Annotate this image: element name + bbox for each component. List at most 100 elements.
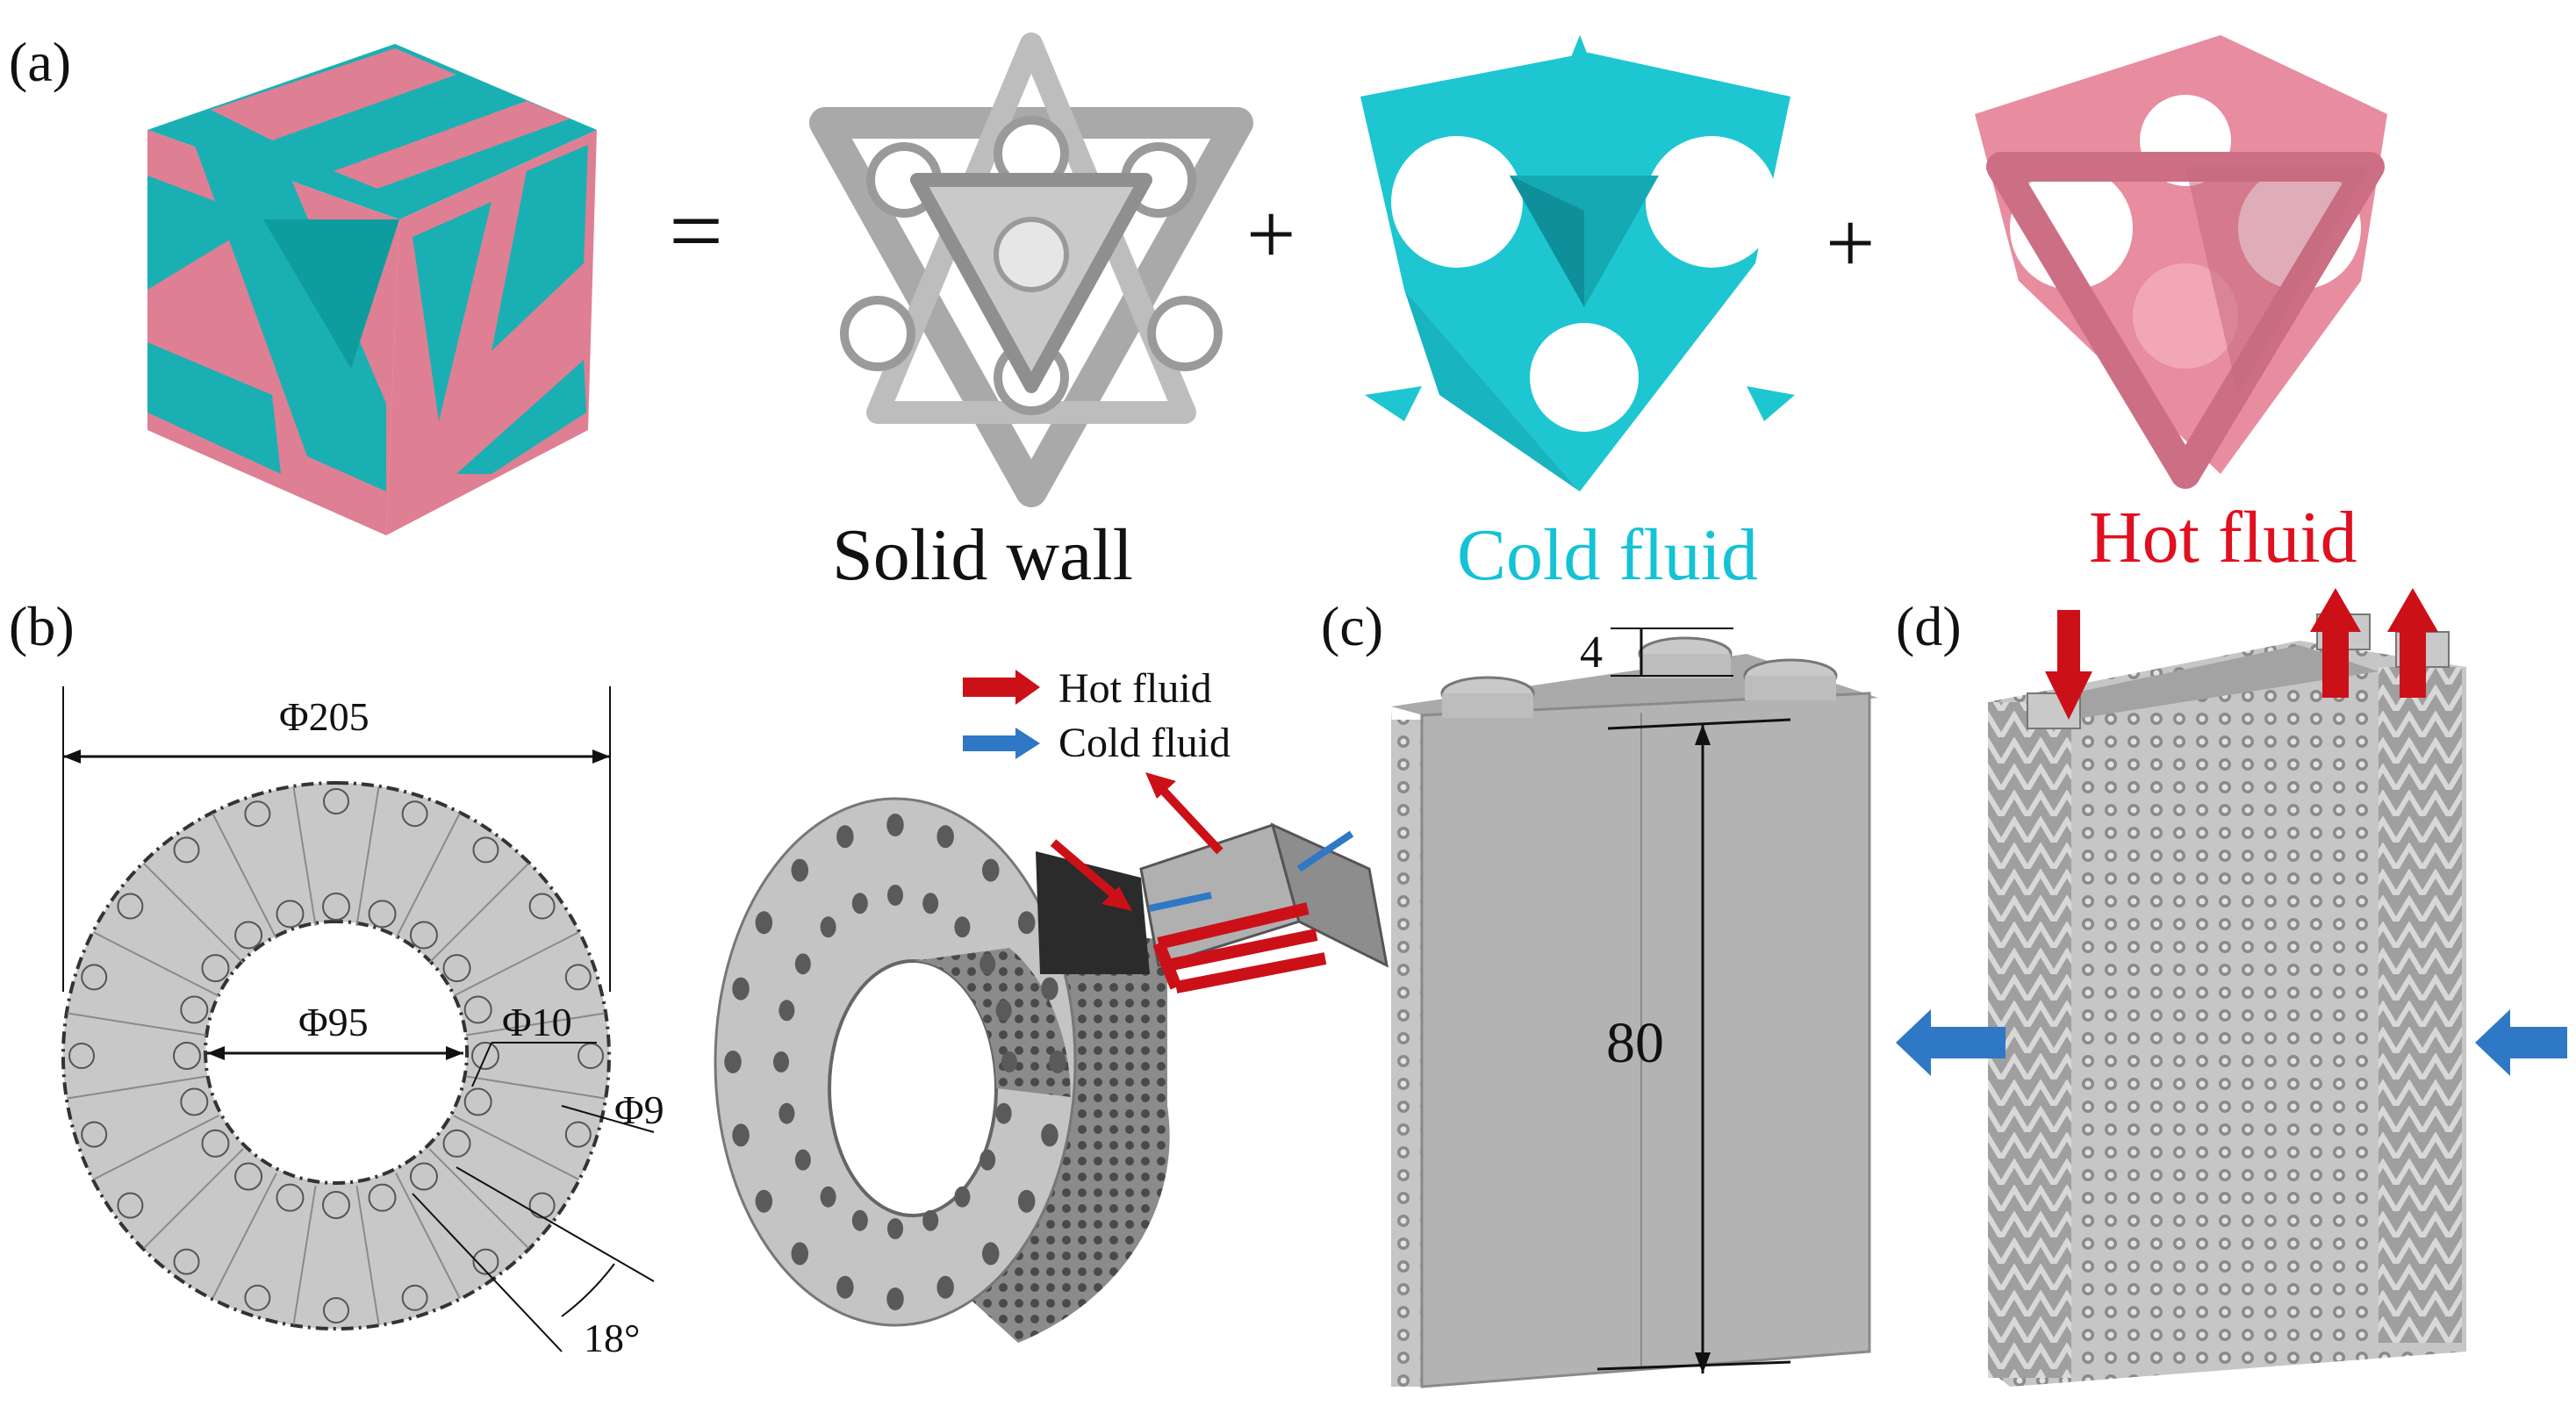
- panel-c-label: (c): [1321, 595, 1383, 657]
- ring-hole: [81, 1121, 108, 1148]
- ring-sector-line: [292, 786, 317, 927]
- ring-3d-hole: [887, 885, 903, 906]
- ring-sector-line: [212, 813, 277, 939]
- caption-hot-fluid: Hot fluid: [2089, 497, 2357, 578]
- ring-3d-hole: [755, 911, 773, 935]
- solid-wall-unit: [809, 32, 1253, 507]
- ring-3d-hole: [887, 1218, 903, 1239]
- ring-sector-line: [395, 1173, 461, 1299]
- ring-3d-hole: [791, 1242, 809, 1266]
- composite-cube: [147, 44, 597, 535]
- ring-3d-hole: [851, 1209, 868, 1231]
- ring-3d-hole: [936, 825, 954, 849]
- cold-fluid-unit: [1360, 35, 1795, 491]
- ring-3d-hole: [836, 1275, 854, 1299]
- ring-3d-hole: [779, 1102, 795, 1124]
- ring-sector-line: [395, 813, 461, 939]
- ring-sector-line: [428, 863, 529, 964]
- annulus-3d-model: [714, 772, 1389, 1343]
- ring-sector-line: [93, 1115, 219, 1180]
- ring-3d-hole: [1017, 1189, 1036, 1213]
- legend-cold-label: Cold fluid: [1058, 720, 1231, 766]
- channel-cutaway-model: [1988, 613, 2466, 1387]
- flow-arrow-red-out: [1145, 772, 1223, 855]
- ring-hole: [442, 1129, 471, 1158]
- ring-hole: [322, 1191, 350, 1219]
- ring-3d-hole: [936, 1275, 954, 1299]
- ring-hole: [409, 921, 438, 950]
- plus-sign-2: +: [1826, 194, 1875, 291]
- ring-hole: [244, 1284, 271, 1311]
- ring-sector-line: [93, 931, 219, 997]
- ring-hole: [234, 921, 263, 950]
- ring-hole: [463, 1087, 492, 1116]
- arrow-hot-in: [2045, 610, 2092, 720]
- ring-3d-hole: [922, 1209, 939, 1231]
- annulus-drawing: [61, 686, 655, 1352]
- ring-3d-hole: [981, 1242, 1000, 1266]
- ring-3d-hole: [779, 1000, 795, 1022]
- ring-3d-hole: [851, 893, 868, 915]
- equals-sign: =: [669, 177, 723, 284]
- ring-3d-hole: [886, 814, 904, 836]
- ring-hole: [442, 954, 471, 983]
- ring-sector-line: [67, 1075, 207, 1100]
- ring-hole: [322, 893, 350, 921]
- ring-hole: [401, 1284, 428, 1311]
- ring-sector-line: [143, 863, 244, 964]
- ring-3d-hole: [755, 1189, 773, 1213]
- ring-hole: [564, 1121, 592, 1148]
- dim-top-height: 4: [1580, 628, 1603, 678]
- dim-hole-9: Φ9: [614, 1087, 664, 1132]
- ring-hole: [368, 1183, 397, 1212]
- ring-hole: [180, 1087, 209, 1116]
- ring-3d-hole: [836, 825, 854, 849]
- ring-sector-line: [355, 786, 380, 927]
- flow-legend: Hot fluid Cold fluid: [963, 665, 1231, 766]
- ring-sector-line: [465, 1075, 606, 1100]
- legend-hot-label: Hot fluid: [1058, 665, 1212, 712]
- ring-hole: [472, 836, 499, 864]
- ring-3d-hole: [954, 1186, 971, 1208]
- ring-3d-hole: [791, 858, 809, 882]
- ring-3d-hole: [794, 1149, 811, 1171]
- ring-sector-line: [428, 1148, 529, 1249]
- ring-3d-hole: [979, 1149, 996, 1171]
- ring-3d-hole: [995, 1102, 1012, 1124]
- ring-sector-line: [453, 1115, 579, 1180]
- ring-hole: [276, 900, 305, 929]
- ring-sector-line: [453, 931, 579, 997]
- flow-arrow-blue-in: [1296, 830, 1354, 872]
- arrow-cold-right: [2475, 1009, 2567, 1076]
- panel-d-label: (d): [1896, 595, 1962, 657]
- caption-cold-fluid: Cold fluid: [1457, 514, 1758, 596]
- ring-hole: [201, 954, 230, 983]
- hot-fluid-unit: [1975, 35, 2387, 489]
- ring-3d-hole: [732, 1123, 750, 1147]
- ring-hole: [244, 800, 271, 828]
- ring-sector-line: [292, 1185, 317, 1325]
- flow-arrow-red-in: [1050, 839, 1132, 911]
- ring-3d-hole: [981, 858, 1000, 882]
- ring-3d-hole: [794, 953, 811, 975]
- ring-hole: [401, 800, 428, 828]
- ring-hole: [564, 964, 592, 991]
- ring-3d-hole: [954, 916, 971, 938]
- ring-hole: [117, 1192, 144, 1219]
- plus-sign-1: +: [1246, 185, 1295, 283]
- panel-a-label: (a): [9, 31, 71, 93]
- arrow-hot-out-2: [2387, 588, 2438, 698]
- ring-hole: [201, 1129, 230, 1158]
- legend-hot-arrow: [963, 670, 1040, 705]
- ring-3d-hole: [922, 893, 939, 915]
- ring-sector-line: [212, 1173, 277, 1299]
- ring-hole: [173, 836, 200, 864]
- ring-3d-hole: [820, 1186, 836, 1208]
- ring-hole: [173, 1248, 200, 1275]
- ring-hole: [68, 1043, 95, 1069]
- ring-hole: [81, 964, 108, 991]
- dim-inner-diameter: Φ95: [298, 1000, 369, 1044]
- inlet-red-arrows: [1152, 902, 1327, 993]
- ring-3d-hole: [886, 1287, 904, 1310]
